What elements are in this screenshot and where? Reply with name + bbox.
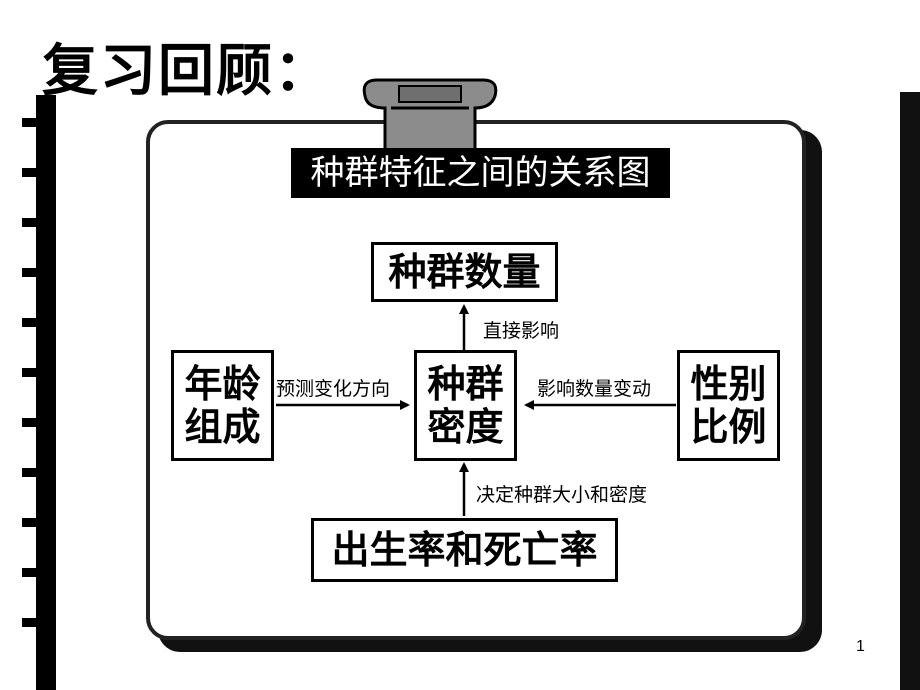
page-number: 1 <box>856 638 865 655</box>
right-edge-strip <box>900 92 920 690</box>
paper-clip-icon <box>362 78 498 154</box>
node-age-structure: 年龄 组成 <box>171 350 274 461</box>
node-population-density: 种群 密度 <box>414 350 517 461</box>
label-determine-size-density: 决定种群大小和密度 <box>476 484 648 506</box>
notebook-binding <box>36 95 56 690</box>
node-birth-death-rate: 出生率和死亡率 <box>311 518 618 582</box>
node-population-size: 种群数量 <box>371 242 558 302</box>
diagram-title: 种群特征之间的关系图 <box>291 148 670 198</box>
label-affect-size-change: 影响数量变动 <box>537 378 652 400</box>
slide-title: 复习回顾： <box>42 39 332 104</box>
node-sex-ratio: 性别 比例 <box>677 350 780 461</box>
label-direct-effect: 直接影响 <box>483 320 560 342</box>
label-predict-trend: 预测变化方向 <box>276 378 391 400</box>
